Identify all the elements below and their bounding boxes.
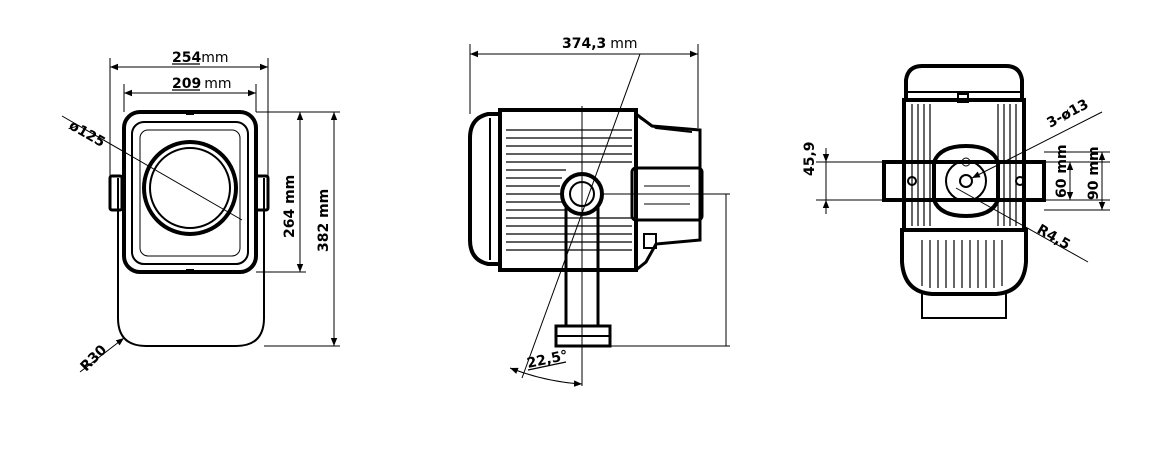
side-rear-cap [635,112,702,272]
top-view: 45,9 3-ø13 R4,5 60 mm 90 mm [802,64,1110,319]
dim-length-unit: mm [610,36,637,52]
dim-overall-width-value: 254 [172,50,201,66]
dim-overall-width: 254mm [172,50,229,66]
top-hole-top [961,157,971,167]
top-mount-center [959,174,973,188]
dim-holes: 3-ø13 [1044,96,1091,131]
front-lens-inner [149,147,231,229]
top-front-bezel [900,228,1028,296]
dim-lens-diameter: ø125 [66,118,108,151]
side-front-bezel [468,112,502,266]
dim-overall-width-unit: mm [201,50,228,66]
base-radius-leader [79,337,125,373]
front-head-inner [131,121,249,265]
top-lens-outline [921,294,1007,319]
dim-inner-width-unit: mm [204,76,231,92]
top-hole-left [907,176,917,186]
top-rear-cap [904,64,1024,102]
side-body [498,108,638,272]
lens-diameter-leader [61,115,243,221]
dim-offset: 45,9 [802,141,818,176]
front-head-bezel [139,129,241,257]
dim-length-value: 374,3 [562,36,606,52]
front-yoke [117,178,265,347]
dim-hole-spacing-small: 60 mm [1054,144,1070,198]
front-right-knob [254,174,270,212]
top-mount-hub [932,143,1000,219]
top-mount-ring [945,160,987,202]
side-rear-detail [639,117,693,133]
dim-tilt-angle-underline [527,361,567,371]
side-yoke-arm [564,206,600,326]
holes-leader [971,111,1103,179]
dim-inner-width-value: 209 [172,76,201,92]
top-hole-right [1015,176,1025,186]
dim-hole-spacing-large: 90 mm [1086,146,1102,200]
dim-head-height: 264 mm [282,175,298,238]
front-left-knob [108,174,124,212]
slot-radius-leader [955,187,1089,263]
dim-total-height: 382 mm [316,189,332,252]
dim-slot-radius: R4,5 [1034,222,1073,254]
front-lens-outer [142,140,238,236]
top-front-grille [921,240,1003,288]
tilt-angle-arc [509,367,583,387]
tilt-axis-line [521,53,641,379]
side-fins [506,129,632,251]
side-rear-tab [643,233,657,249]
